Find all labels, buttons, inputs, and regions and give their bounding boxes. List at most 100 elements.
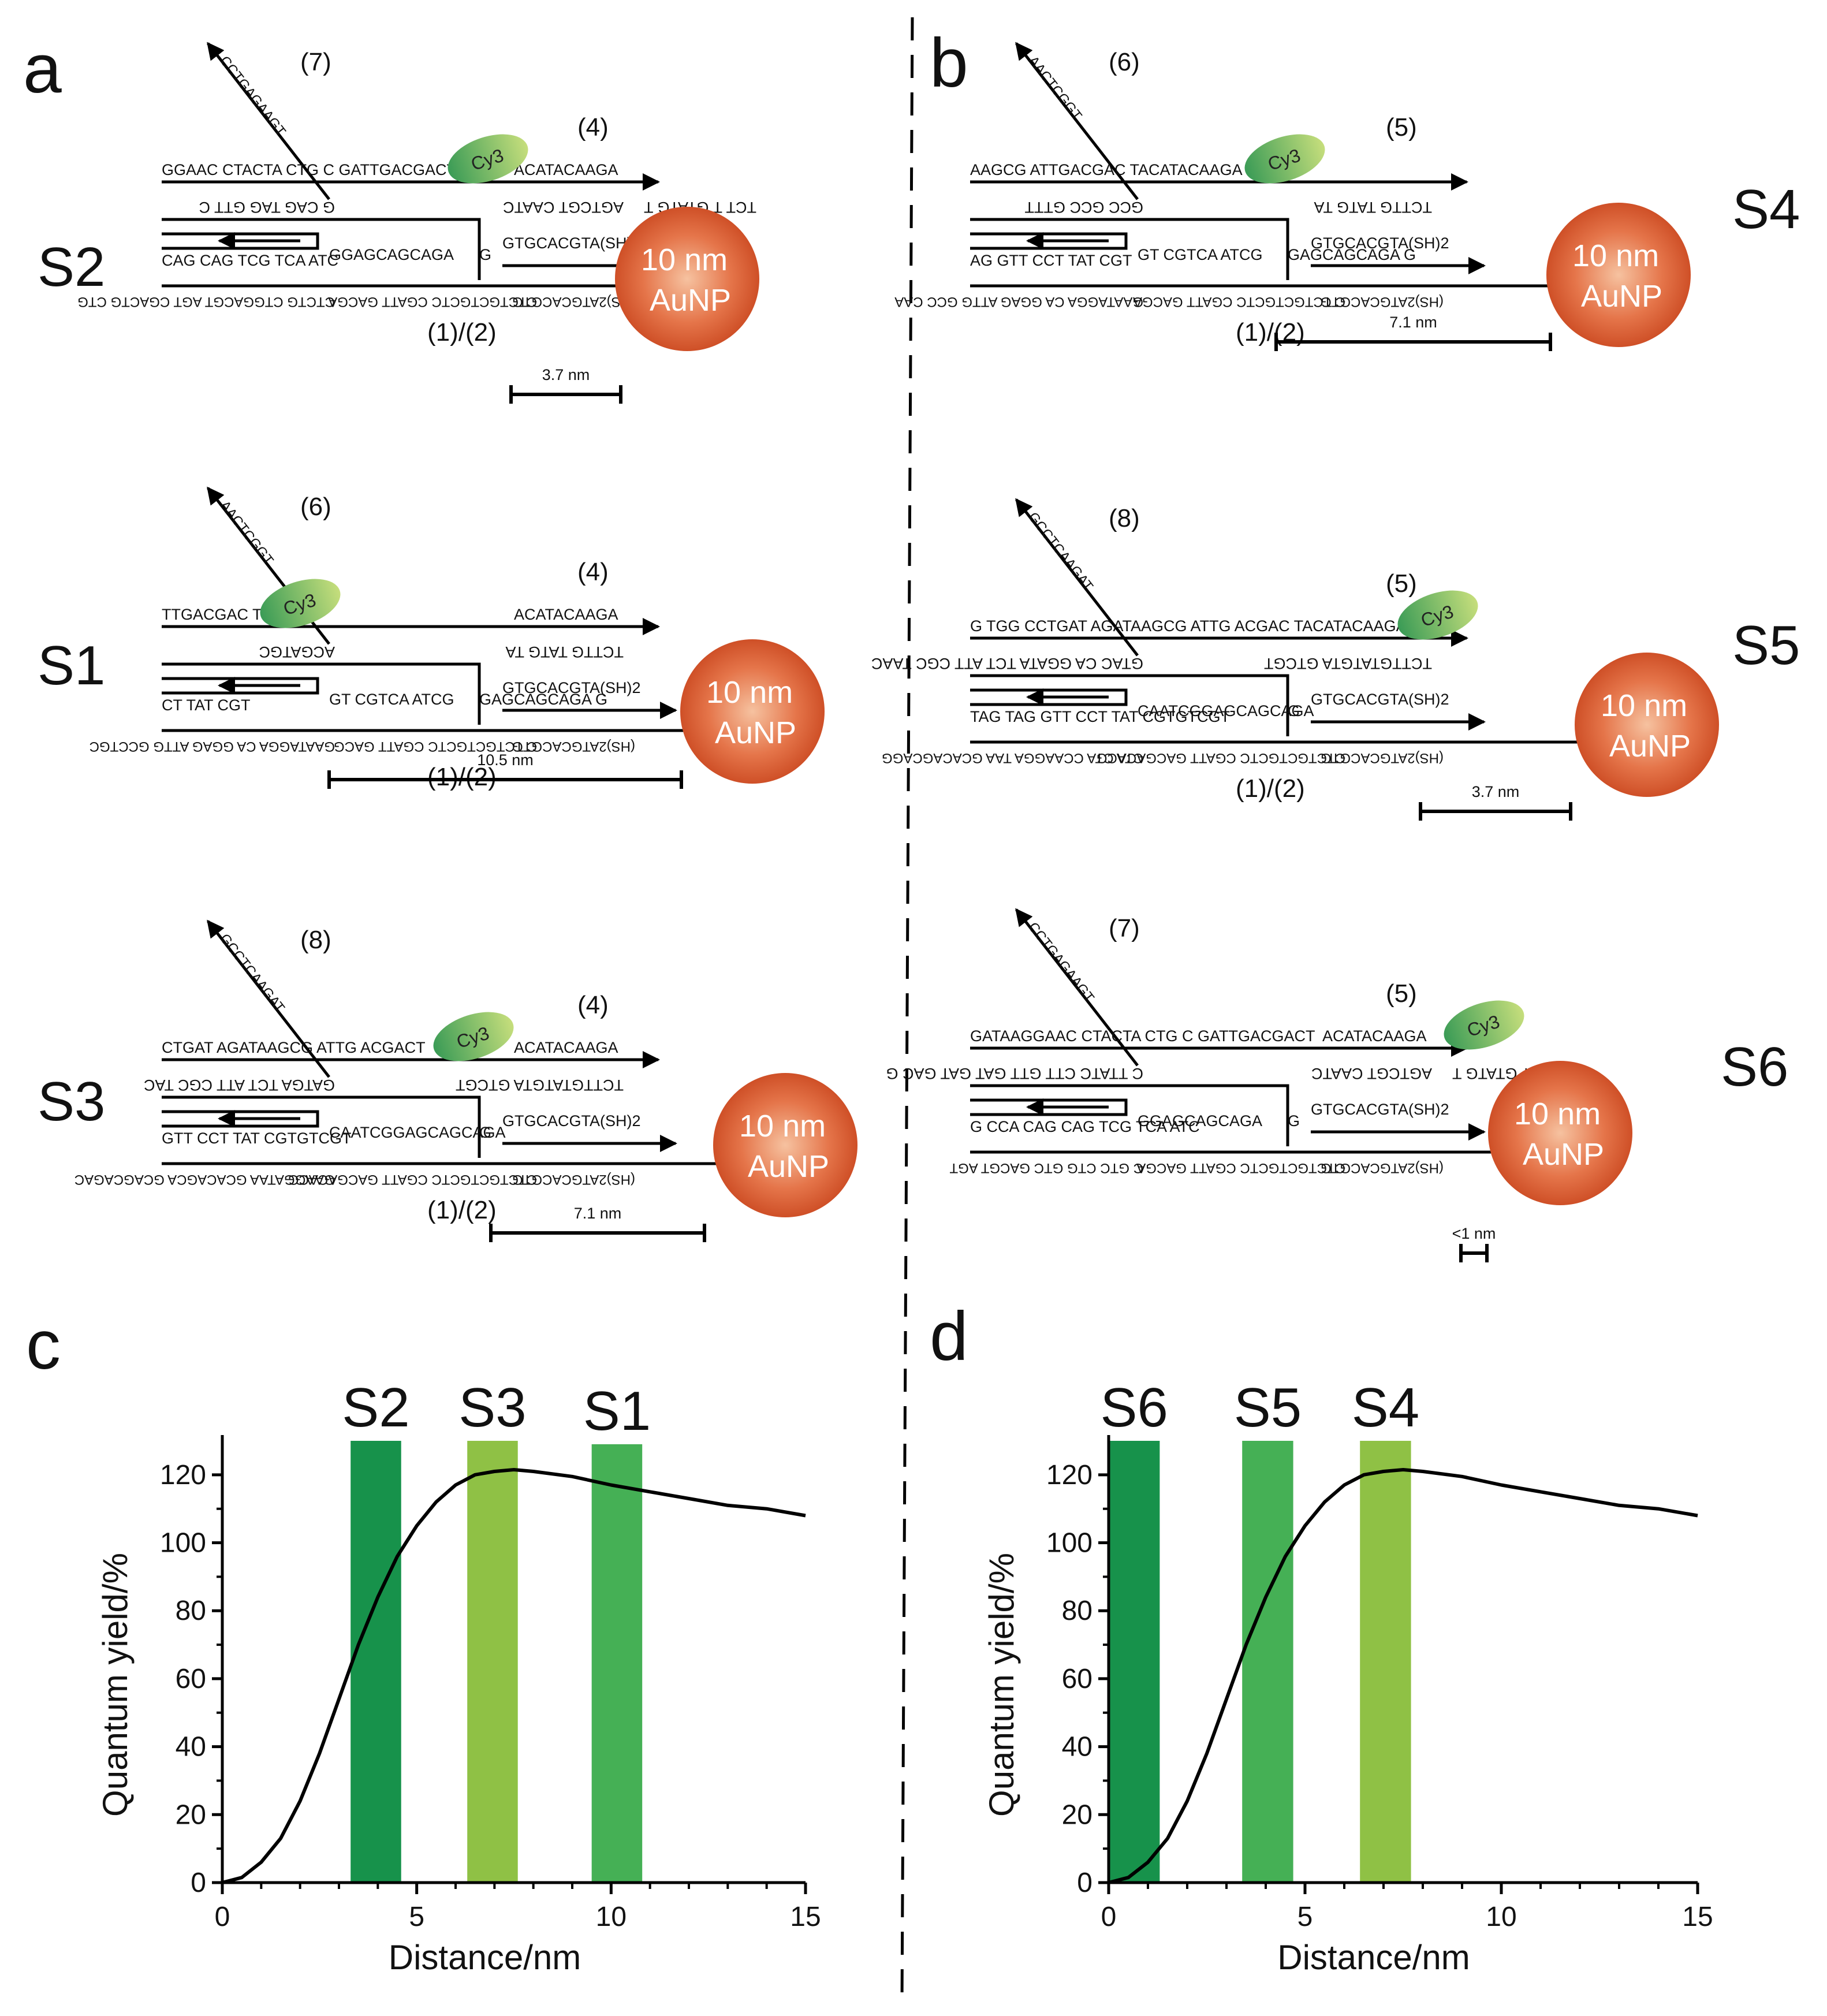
lower-sequence-mid: GGAGCAGCAGA	[329, 246, 454, 263]
bottom-thiol-sequence: (HS)2ATGCACGTG	[1321, 294, 1444, 310]
middle-sequence-right: AGTCGT CAATC	[503, 199, 624, 216]
top-sequence: TTGACGAC T	[162, 606, 262, 623]
y-axis-label: Quantum yield/%	[982, 1553, 1021, 1817]
construct-label: S3	[38, 1071, 105, 1132]
lower-sequence-mid: GT CGTCA ATCG	[1138, 246, 1263, 263]
branch-sequence: AACTCGGT	[1025, 53, 1085, 124]
gold-nanoparticle	[1546, 203, 1691, 347]
y-tick-label: 100	[160, 1528, 206, 1559]
branch-arrow	[207, 919, 330, 1078]
cy3-ellipse	[448, 134, 528, 184]
y-axis-label: Quantum yield/%	[96, 1553, 135, 1817]
nanoparticle-size: 10 nm	[1514, 1097, 1601, 1131]
middle-sequence: C TTATC CTT GTT GAT GAT GAC G	[886, 1065, 1143, 1082]
construct-label: S1	[38, 635, 105, 696]
lower-sequence-far: GAGCAGCAGA G	[1288, 246, 1416, 263]
dye-strand-label: (5)	[1386, 113, 1417, 141]
hairpin-outline	[162, 662, 481, 725]
x-tick-label: 10	[596, 1902, 627, 1932]
branch-sequence: AACTCGGT	[217, 498, 277, 568]
bar-s1	[591, 1444, 643, 1883]
x-tick-label: 10	[1486, 1902, 1516, 1932]
bottom-thiol-sequence: (HS)2ATGCACGTG	[512, 1172, 635, 1187]
top-sequence: G TGG CCTGAT AGATAAGCG ATTG ACGAC TACATA…	[970, 617, 1407, 635]
cy3-dye: Cy3	[260, 579, 341, 628]
bottom-sequence: GAATAGGA CA GGAG ATTG GCC CAA	[894, 294, 1143, 310]
quantum-yield-curve	[222, 1468, 806, 1884]
lower-g: G	[479, 1124, 491, 1141]
lower-sequence-mid: GGAGCAGCAGA	[1138, 1112, 1262, 1130]
thiol-sequence: GTGCACGTA(SH)2	[502, 679, 641, 696]
panel-label-b: b	[930, 24, 968, 102]
gold-nanoparticle	[713, 1073, 857, 1217]
y-tick-label: 20	[176, 1799, 206, 1830]
thiol-sequence: GTGCACGTA(SH)2	[1311, 691, 1449, 708]
y-tick-label: 0	[1077, 1868, 1093, 1898]
y-tick-label: 0	[191, 1868, 206, 1898]
lower-sequence: TAG TAG GTT CCT TAT CGTGTCGT	[970, 708, 1230, 725]
nanoparticle-size: 10 nm	[706, 675, 793, 710]
hairpin-outline	[970, 674, 1289, 736]
branch-arrow	[1015, 498, 1139, 657]
bottom-thiol-sequence: (HS)2ATGCACGTG	[1321, 1160, 1444, 1176]
y-tick-label: 40	[1062, 1732, 1093, 1762]
nanoparticle-name: AuNP	[748, 1149, 829, 1184]
middle-sequence: GCC GCC GTTT	[1025, 199, 1143, 216]
cy3-ellipse	[1444, 1000, 1524, 1050]
thiol-sequence: GTGCACGTA(SH)2	[502, 1112, 641, 1130]
distance-label: 3.7 nm	[542, 366, 590, 383]
nanoparticle-size: 10 nm	[1601, 688, 1687, 723]
panel-label-d: d	[930, 1298, 968, 1375]
panel-label-c: c	[26, 1306, 61, 1384]
dye-strand-label: (5)	[1386, 569, 1417, 598]
middle-sequence: ACGATGC	[259, 643, 335, 661]
thiol-sequence: GTGCACGTA(SH)2	[1311, 234, 1449, 252]
bottom-thiol-sequence: (HS)2ATGCACGTG	[1321, 750, 1444, 766]
bottom-sequence: CTCTG CTGGACGT AGT CGACTG CTG	[77, 294, 335, 310]
cy3-ellipse	[260, 579, 341, 628]
hairpin-outline	[162, 218, 481, 280]
cy3-ellipse	[1244, 134, 1325, 184]
x-axis-label: Distance/nm	[1277, 1938, 1470, 1977]
top-sequence: AAGCG ATTGACGAC TACATACAAGA	[970, 161, 1243, 178]
bar-label-s4: S4	[1352, 1377, 1419, 1439]
branch-sequence: GCCTCAAGAT	[1025, 509, 1096, 594]
nanoparticle-size: 10 nm	[739, 1109, 826, 1143]
thiol-sequence: GTGCACGTA(SH)2	[1311, 1101, 1449, 1118]
bottom-sequence-mid: C TCTGCTGCTC CGATT GACGA	[1133, 294, 1345, 310]
lower-sequence: GTT CCT TAT CGTGTCGT	[162, 1130, 352, 1147]
cy3-dye: Cy3	[1244, 134, 1325, 184]
middle-sequence: G CAG TAG GTT C	[199, 199, 335, 216]
gold-nanoparticle	[615, 207, 759, 351]
bar-label-s2: S2	[342, 1377, 409, 1439]
top-sequence-right: ACATACAAGA	[514, 606, 618, 623]
top-sequence-right: ACATACAAGA	[514, 1039, 618, 1056]
bar-label-s3: S3	[458, 1377, 526, 1439]
gold-nanoparticle	[1488, 1061, 1632, 1205]
middle-sequence-right: AGTCGT CAATC	[1311, 1065, 1432, 1082]
bottom-thiol-sequence: (HS)2ATGCACGTG	[512, 294, 635, 310]
construct-label: S4	[1732, 178, 1800, 240]
middle-sequence: GTAC CA GGATA TCT ATT CGC TAAC	[871, 655, 1143, 672]
dye-strand-label: (4)	[577, 113, 609, 141]
lower-sequence-mid: CAATCGGAGCAGCAGA	[1138, 702, 1314, 720]
branch-arrow	[1015, 908, 1139, 1067]
distance-label: 7.1 nm	[1389, 314, 1437, 331]
construct-label: S6	[1721, 1036, 1788, 1098]
bar-s4	[1360, 1441, 1411, 1883]
hairpin-outline	[162, 1095, 481, 1158]
lower-g: G	[1288, 1112, 1300, 1130]
branch-arrow	[1015, 42, 1139, 200]
lower-sequence: CAG CAG TCG TCA ATC	[162, 252, 338, 269]
lower-sequence-far: GAGCAGCAGA G	[479, 691, 607, 708]
anchor-strand-label: (1)/(2)	[1236, 774, 1305, 803]
middle-sequence-right: TCTTG TATG TA	[506, 643, 624, 661]
bar-s6	[1109, 1441, 1160, 1883]
lower-sequence: G CCA CAG CAG TCG TCA ATC	[970, 1118, 1200, 1135]
quantum-yield-curve	[1108, 1468, 1698, 1884]
